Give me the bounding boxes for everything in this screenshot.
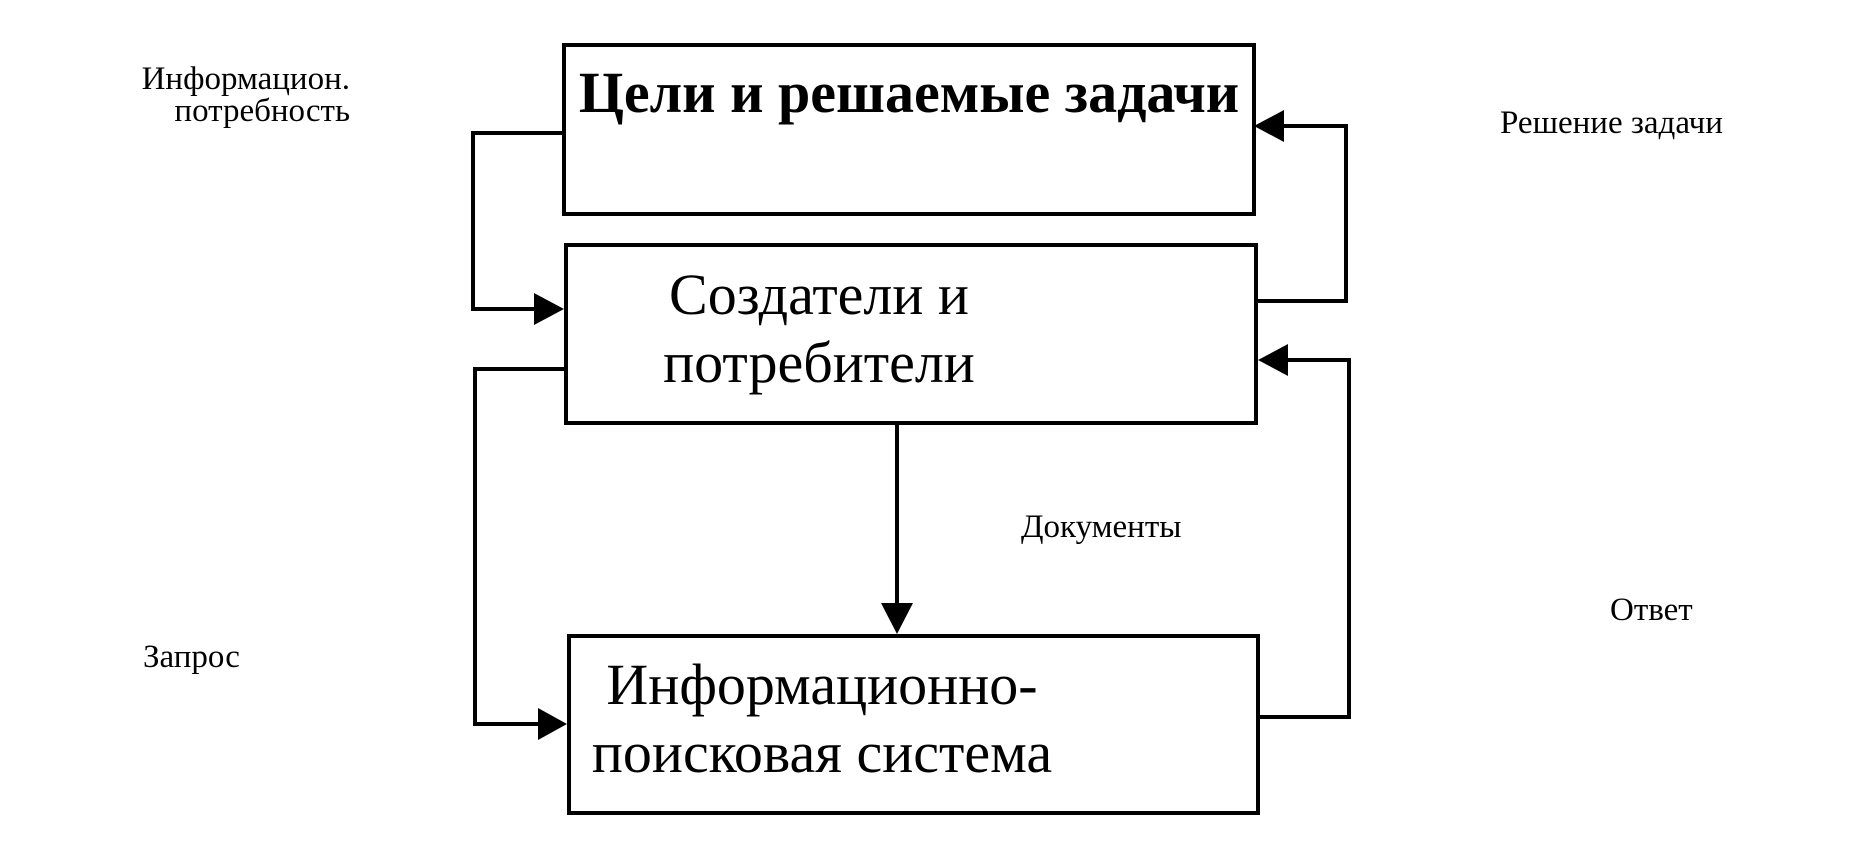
connector-info-need: [471, 131, 564, 325]
connector-answer: [1258, 344, 1351, 719]
box-ips-line-2: поисковая система: [591, 720, 1053, 785]
label-info-need-line-1: Информацион.: [141, 61, 350, 97]
label-solution: Решение задачи: [1500, 105, 1723, 141]
connector-documents: [881, 424, 913, 634]
label-info-need-line-2: потребность: [174, 93, 350, 129]
arrowhead-down-icon: [881, 603, 913, 634]
label-query: Запрос: [143, 639, 240, 675]
box-goals: [562, 43, 1256, 216]
connector-solution: [1254, 110, 1348, 303]
box-creators: [564, 243, 1258, 425]
box-goals-title: Цели и решаемые задачи: [562, 64, 1256, 122]
box-ips: [567, 634, 1260, 815]
box-goals-line-1: Цели и решаемые задачи: [578, 60, 1240, 125]
box-creators-line-1: Создатели и: [669, 262, 969, 327]
box-ips-line-1: Информационно-: [606, 652, 1038, 717]
label-info-need: Информацион. потребность: [60, 63, 350, 128]
box-creators-title: Создатели и потребители: [564, 266, 1074, 392]
box-ips-title: Информационно- поисковая система: [567, 656, 1077, 782]
label-documents: Документы: [1021, 509, 1182, 545]
connector-query: [473, 367, 567, 740]
box-creators-line-2: потребители: [663, 330, 975, 395]
arrowhead-left-icon: [1258, 344, 1288, 376]
arrowhead-right-icon: [538, 708, 567, 740]
arrowhead-right-icon: [534, 293, 564, 325]
label-answer: Ответ: [1610, 592, 1693, 628]
arrowhead-left-icon: [1254, 110, 1284, 142]
